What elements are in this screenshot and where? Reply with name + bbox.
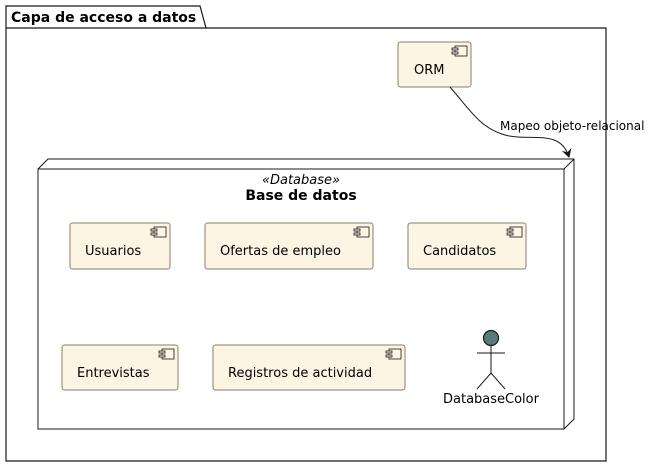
usuarios-component[interactable]: Usuarios xyxy=(69,222,171,270)
relation-label: Mapeo objeto-relacional xyxy=(500,119,644,133)
entrevistas-label: Entrevistas xyxy=(77,366,150,381)
entrevistas-component[interactable]: Entrevistas xyxy=(61,344,179,391)
database-color-actor[interactable]: DatabaseColor xyxy=(443,329,540,408)
ofertas-empleo-label: Ofertas de empleo xyxy=(220,244,341,259)
component-icon xyxy=(451,45,468,57)
component-icon xyxy=(385,348,402,360)
mapeo-relation: Mapeo objeto-relacional xyxy=(449,86,644,158)
database-stereotype: «Database» xyxy=(262,173,340,188)
candidatos-component[interactable]: Candidatos xyxy=(407,222,527,270)
candidatos-label: Candidatos xyxy=(423,244,496,259)
component-icon xyxy=(150,226,167,238)
registros-actividad-component[interactable]: Registros de actividad xyxy=(212,344,406,391)
package-title: Capa de acceso a datos xyxy=(11,10,196,26)
registros-actividad-label: Registros de actividad xyxy=(228,366,372,381)
orm-component[interactable]: ORM xyxy=(397,41,472,88)
actor-icon xyxy=(476,329,506,390)
database-title: Base de datos xyxy=(245,188,356,204)
ofertas-empleo-component[interactable]: Ofertas de empleo xyxy=(204,222,374,270)
actor-label: DatabaseColor xyxy=(443,392,540,407)
usuarios-label: Usuarios xyxy=(85,244,141,259)
component-icon xyxy=(158,348,175,360)
component-icon xyxy=(506,226,523,238)
orm-label: ORM xyxy=(414,63,444,78)
component-icon xyxy=(353,226,370,238)
